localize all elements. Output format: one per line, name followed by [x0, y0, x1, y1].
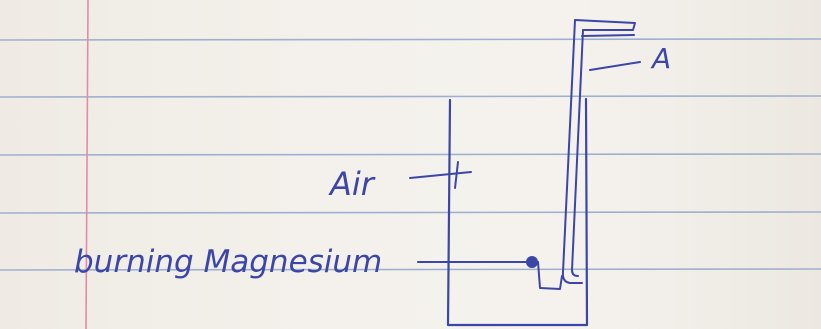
tube-label: A — [650, 42, 671, 75]
magnesium-label: burning Magnesium — [74, 244, 382, 280]
rule-line — [0, 211, 821, 214]
air-label-leader — [409, 171, 472, 179]
rule-line — [0, 268, 821, 271]
rule-line — [0, 153, 821, 156]
beaker — [446, 97, 589, 327]
burning-magnesium-dot — [526, 256, 538, 268]
rule-line — [0, 95, 821, 98]
air-leader-tick — [454, 161, 459, 189]
air-label: Air — [328, 165, 376, 203]
rule-line — [0, 38, 821, 41]
tube-label-leader — [589, 61, 641, 71]
bent-tube — [537, 19, 636, 290]
notebook-rule-lines — [0, 38, 821, 271]
margin-line — [85, 0, 89, 329]
